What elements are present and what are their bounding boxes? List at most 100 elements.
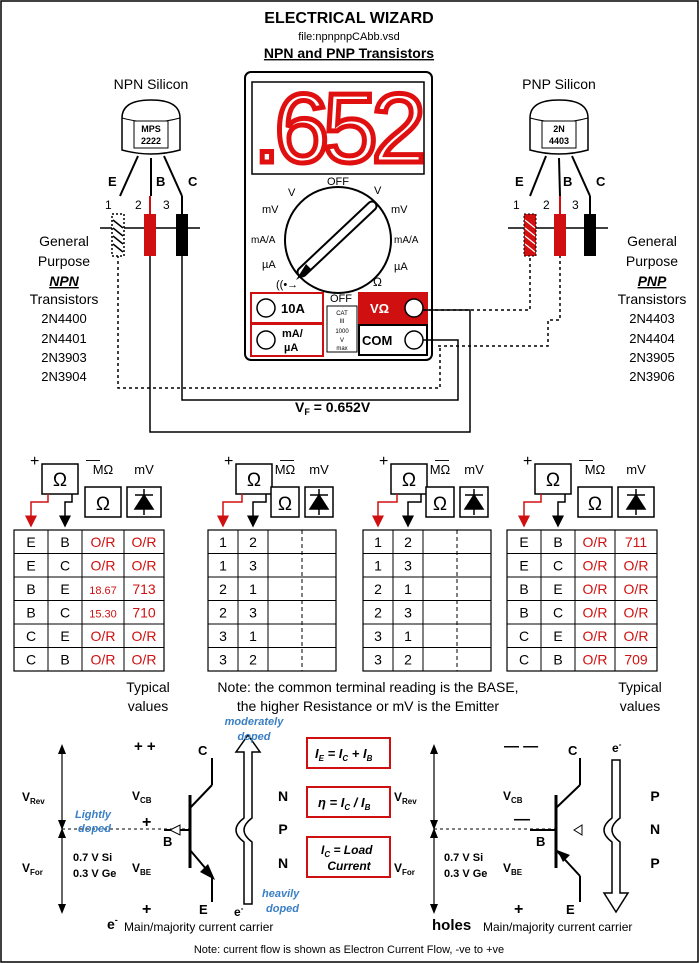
npn-pin-2: 2 [135, 198, 142, 212]
table-cell: O/R [624, 628, 649, 644]
ohm-range-icon [577, 486, 613, 518]
jack-vohm-label: VΩ [370, 301, 389, 316]
table-cell: O/R [583, 628, 608, 644]
npn-pin-b: B [156, 174, 165, 189]
jack-10a[interactable] [256, 298, 276, 318]
table-cell: 2 [374, 581, 382, 597]
pnp-probe-black [584, 196, 596, 256]
npn-pin-e: E [108, 174, 117, 189]
lightly-doped-1: Lightly [75, 809, 112, 821]
vrev-left: VRev [22, 790, 45, 806]
pnp-carrier-sym: holes [432, 917, 471, 934]
table-cell: 1 [219, 534, 227, 550]
equation-ic-1: IC = Load [321, 843, 373, 859]
jack-com[interactable] [404, 330, 424, 350]
table-cell: 709 [624, 652, 648, 668]
pnp-part-1: 2N4403 [629, 311, 675, 326]
pnp-probe-red [554, 196, 566, 256]
table-cell: 1 [249, 628, 257, 644]
unit-mohm: MΩ [93, 462, 114, 477]
lead-dashed-pnp-b [438, 255, 561, 347]
table-cell: 2 [219, 605, 227, 621]
table-cell: O/R [91, 558, 116, 574]
jack-vohm[interactable] [404, 298, 424, 318]
unit-mv: mV [626, 462, 646, 477]
npn-package-line1: MPS [141, 124, 161, 134]
npn-b: B [163, 834, 172, 849]
typical-right-2: values [620, 698, 660, 714]
probe-black-line [402, 494, 422, 528]
pnp-pin-c: C [596, 174, 606, 189]
diode-symbol [133, 489, 155, 515]
equations: IE = IC + IB η = IC / IB IC = Load Curre… [306, 737, 391, 878]
probe-plus: + [523, 453, 532, 470]
jack-10a-label: 10A [281, 301, 305, 316]
table-cell: 3 [374, 652, 382, 668]
npn-flow-arrow [234, 733, 262, 905]
ge-right: 0.3 V Ge [444, 868, 487, 880]
npn-probe-red [144, 196, 156, 256]
vbe-left: VBE [132, 861, 152, 877]
lead-dashed-pnp-e [423, 255, 531, 311]
pnp-pin-1: 1 [513, 198, 520, 212]
table-cell: C [553, 605, 563, 621]
probe-minus: — [435, 451, 449, 467]
table-cell: 18.67 [89, 585, 117, 597]
pnp-pin-e: E [515, 174, 524, 189]
npn-junction-diagram: VRev VFor + + VCB Lightly doped + 0.7 V … [22, 716, 300, 934]
lead-dashed-npn [117, 255, 441, 389]
table-cell: O/R [583, 581, 608, 597]
table-cell: 2 [249, 652, 257, 668]
npn-pin-c: C [188, 174, 198, 189]
pnp-e: E [566, 902, 575, 917]
table-cell: C [60, 558, 70, 574]
probe-black-line [247, 494, 267, 528]
probe-black-line [59, 494, 73, 528]
pnp-part-3: 2N3905 [629, 350, 675, 365]
probe-minus: — [579, 451, 593, 467]
pnp-pin-3: 3 [572, 198, 579, 212]
dial-v-dc: V [288, 187, 296, 199]
npn-word: Transistors [30, 291, 99, 307]
npn-plus-plus: + + [134, 738, 156, 755]
table-cell: C [26, 628, 36, 644]
dial-ohm: Ω [373, 275, 382, 289]
jack-ua-label: µA [284, 342, 298, 354]
table-cell: E [553, 628, 562, 644]
pnp-pin-b: B [563, 174, 572, 189]
table-cell: O/R [132, 628, 157, 644]
probe-minus: — [280, 451, 294, 467]
table-cell: 3 [404, 558, 412, 574]
table-cell: O/R [583, 605, 608, 621]
equation-ie: IE = IC + IB [315, 746, 373, 763]
equation-eta: η = IC / IB [318, 795, 371, 812]
table-cell: C [519, 652, 529, 668]
ohm-meter-box [41, 463, 79, 495]
note-line-2: the higher Resistance or mV is the Emitt… [237, 698, 500, 714]
jack-ma-label: mA/ [282, 328, 303, 340]
probe-leads [117, 255, 561, 433]
npn-heading: NPN Silicon [114, 76, 189, 92]
ohm-symbol: Ω [546, 470, 560, 491]
table-cell: B [26, 605, 35, 621]
lead-black [181, 255, 459, 401]
table-cell: O/R [132, 558, 157, 574]
table-cell: 1 [404, 581, 412, 597]
moderately-doped-1: moderately [225, 716, 285, 728]
probe-minus: — [86, 451, 100, 467]
jack-ma[interactable] [256, 330, 276, 350]
equation-ic-2: Current [327, 859, 371, 873]
equation-ie-box [306, 737, 391, 769]
ohm-symbol: Ω [402, 470, 416, 491]
